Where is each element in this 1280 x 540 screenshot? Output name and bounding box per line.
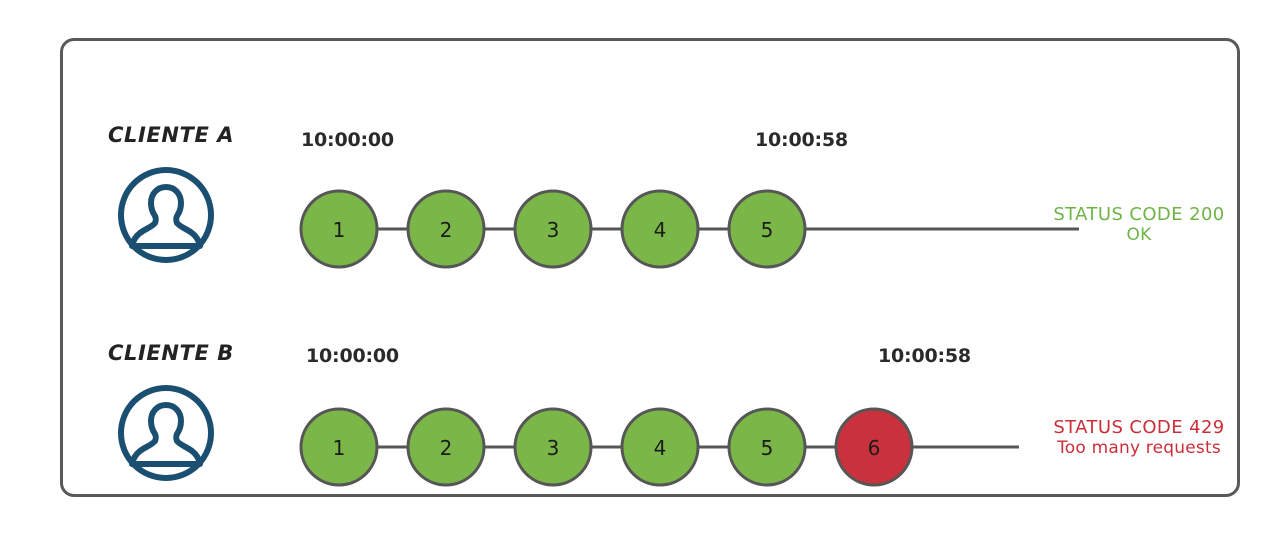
request-node-label: 2	[440, 218, 453, 242]
request-node: 1	[299, 407, 379, 487]
client-b-status-text: Too many requests	[1057, 438, 1221, 459]
request-node-circle	[299, 189, 379, 269]
request-node: 2	[406, 189, 486, 269]
request-node-circle	[834, 407, 914, 487]
request-node-label: 4	[654, 436, 667, 460]
request-node: 5	[727, 407, 807, 487]
client-a-timestamp-end: 10:00:58	[755, 129, 848, 151]
request-node-circle	[620, 189, 700, 269]
request-node: 6	[834, 407, 914, 487]
request-node-label: 5	[761, 436, 774, 460]
user-avatar-icon	[116, 165, 216, 265]
client-b-request-chain: 1 2 3 4 5 6	[299, 402, 1089, 492]
client-a-label: CLIENTE A	[108, 123, 235, 147]
request-node-label: 1	[333, 436, 346, 460]
request-node-circle	[727, 407, 807, 487]
client-b-timestamp-start: 10:00:00	[306, 345, 399, 367]
request-node-label: 4	[654, 218, 667, 242]
client-row-a: CLIENTE A 10:00:00 10:00:58 1 2 3 4 5 STATUS…	[63, 81, 1237, 299]
request-node-circle	[620, 407, 700, 487]
client-b-label: CLIENTE B	[108, 341, 234, 365]
client-a-status-badge: STATUS CODE 200 OK	[1029, 204, 1249, 245]
request-node: 5	[727, 189, 807, 269]
request-node: 3	[513, 189, 593, 269]
request-node-label: 2	[440, 436, 453, 460]
client-a-status-code: STATUS CODE 200	[1053, 204, 1225, 225]
client-a-status-text: OK	[1126, 225, 1152, 246]
request-node: 1	[299, 189, 379, 269]
request-node-label: 5	[761, 218, 774, 242]
request-node: 4	[620, 189, 700, 269]
request-node-circle	[406, 407, 486, 487]
request-node-label: 3	[547, 218, 560, 242]
request-node-circle	[299, 407, 379, 487]
request-node: 2	[406, 407, 486, 487]
request-node-label: 1	[333, 218, 346, 242]
user-avatar-icon	[116, 383, 216, 483]
request-node-circle	[727, 189, 807, 269]
request-node-label: 6	[868, 436, 881, 460]
client-row-b: CLIENTE B 10:00:00 10:00:58 1 2 3 4 5 6 STATU…	[63, 299, 1237, 517]
client-b-timestamp-end: 10:00:58	[878, 345, 971, 367]
request-node-label: 3	[547, 436, 560, 460]
client-b-status-code: STATUS CODE 429	[1053, 417, 1225, 438]
request-node: 3	[513, 407, 593, 487]
client-b-status-badge: STATUS CODE 429 Too many requests	[1023, 417, 1255, 458]
request-node: 4	[620, 407, 700, 487]
request-node-circle	[513, 407, 593, 487]
request-node-circle	[406, 189, 486, 269]
request-node-circle	[513, 189, 593, 269]
diagram-frame: CLIENTE A 10:00:00 10:00:58 1 2 3 4 5 STATUS…	[60, 38, 1240, 497]
client-a-request-chain: 1 2 3 4 5	[299, 184, 1089, 274]
client-a-timestamp-start: 10:00:00	[301, 129, 394, 151]
